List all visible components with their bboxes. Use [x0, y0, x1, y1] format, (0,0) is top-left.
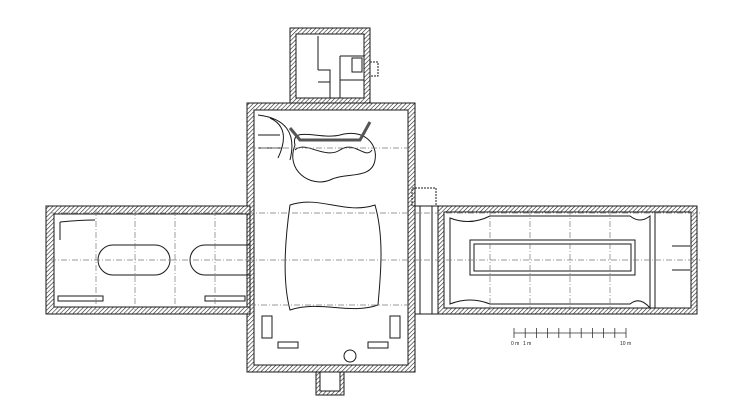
scale-start-label: 0 m [511, 341, 519, 347]
left-wing-walls [45, 205, 251, 315]
axis-lines [50, 147, 700, 310]
walls [45, 27, 698, 396]
central-hall-walls [246, 102, 416, 373]
right-wing-walls [437, 205, 698, 315]
scale-unit-label: 1 m [523, 341, 531, 347]
central-pool [284, 201, 382, 311]
entrance-porch [315, 371, 345, 396]
scale-end-label: 10 m [620, 341, 631, 347]
right-pool [469, 239, 636, 276]
scale-bar [513, 328, 627, 338]
upper-basin [292, 132, 376, 183]
interior-lines [57, 36, 690, 363]
